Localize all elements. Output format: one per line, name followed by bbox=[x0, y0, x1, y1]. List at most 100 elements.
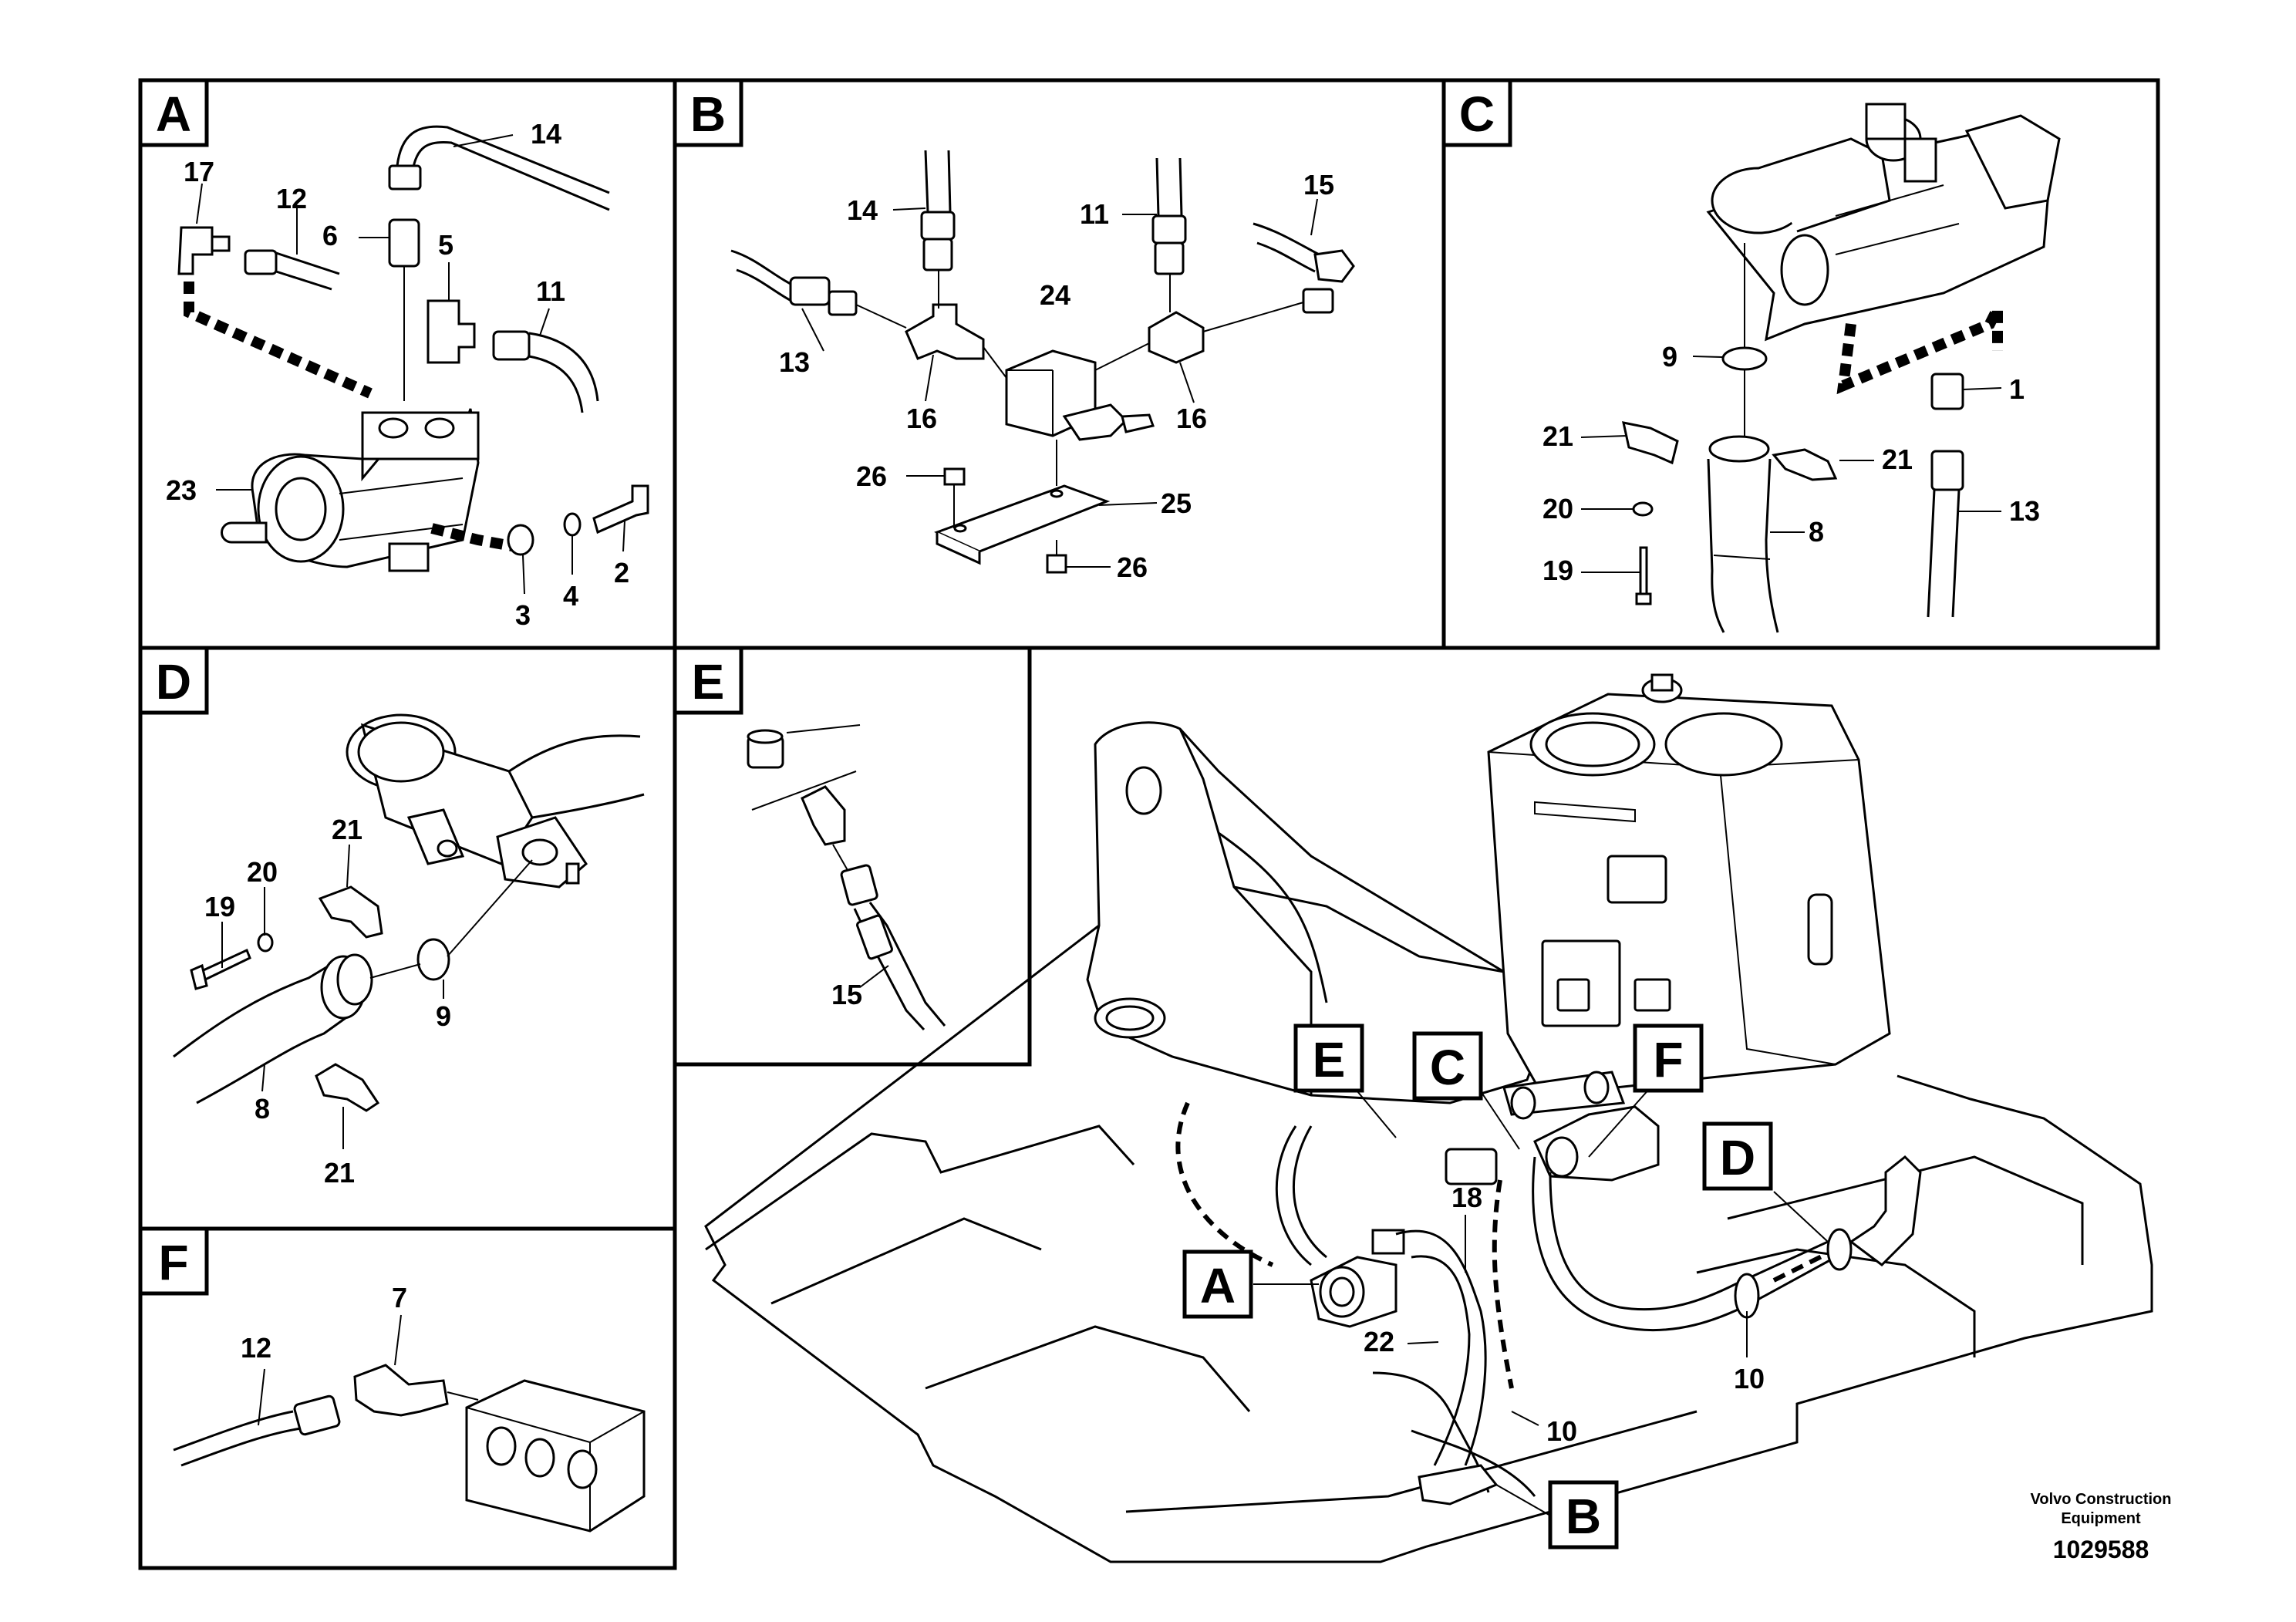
panel-c-tag: C bbox=[1459, 86, 1495, 142]
callout-17: 17 bbox=[184, 156, 214, 187]
hose-11 bbox=[528, 332, 599, 413]
panel-e-frame bbox=[673, 646, 1032, 1067]
callout-6: 6 bbox=[322, 220, 338, 251]
callout-20-c: 20 bbox=[1542, 493, 1573, 524]
flange-half-21-right bbox=[1772, 448, 1838, 481]
fitting-6-nut-upper bbox=[388, 164, 422, 191]
callout-9-c: 9 bbox=[1662, 341, 1677, 373]
callout-12-f: 12 bbox=[241, 1332, 271, 1364]
panel-c-tag-box bbox=[1441, 78, 1512, 147]
panel-b-tag: B bbox=[690, 86, 726, 142]
valve-block-f bbox=[465, 1379, 646, 1533]
hose-12-f bbox=[173, 1410, 302, 1467]
callout-26-upper: 26 bbox=[856, 460, 887, 492]
callout-16-left: 16 bbox=[906, 403, 937, 434]
callout-18: 18 bbox=[1451, 1182, 1482, 1213]
panel-a: A bbox=[138, 78, 649, 631]
flange-half-21-d-top bbox=[318, 885, 383, 939]
panel-c: C bbox=[1441, 78, 2061, 633]
callout-26-lower: 26 bbox=[1117, 551, 1148, 583]
overview-tag-f-box bbox=[1633, 1023, 1704, 1093]
hydraulic-tank bbox=[1487, 673, 1891, 1097]
panel-f-tag: F bbox=[158, 1235, 188, 1290]
panel-b: B bbox=[673, 78, 1355, 583]
washer-3 bbox=[507, 524, 534, 556]
pump-assembly-c bbox=[1706, 103, 2061, 342]
callout-8-d: 8 bbox=[255, 1093, 270, 1125]
overview-tag-a: A bbox=[1200, 1258, 1236, 1313]
overview-tag-c: C bbox=[1430, 1040, 1465, 1095]
callout-2: 2 bbox=[614, 557, 629, 588]
panel-b-tag-box bbox=[673, 78, 743, 147]
flange-half-21-d-bottom bbox=[315, 1063, 380, 1112]
callout-19-c: 19 bbox=[1542, 555, 1573, 586]
hose-8-d bbox=[173, 963, 352, 1104]
hose-8-c bbox=[1707, 458, 1779, 633]
panel-e-tag: E bbox=[692, 654, 725, 710]
callout-20-d: 20 bbox=[247, 856, 278, 888]
callout-21-d-top: 21 bbox=[332, 814, 362, 845]
boom-structure bbox=[1086, 721, 1552, 1104]
overview-tag-d-box bbox=[1702, 1121, 1773, 1191]
callout-7: 7 bbox=[392, 1282, 407, 1313]
callout-4: 4 bbox=[563, 580, 578, 612]
callout-11: 11 bbox=[536, 275, 565, 307]
callout-15-e: 15 bbox=[831, 979, 862, 1010]
hose-13-c bbox=[1927, 489, 1961, 618]
panel-f: F 7 12 bbox=[138, 1226, 646, 1533]
callout-8-c: 8 bbox=[1809, 516, 1824, 548]
hose-11-fitting bbox=[492, 330, 531, 361]
company-name-line1: Volvo Construction bbox=[2031, 1491, 2172, 1508]
callout-11-b: 11 bbox=[1080, 198, 1109, 230]
callout-21-c-right: 21 bbox=[1882, 443, 1913, 475]
hose-13 bbox=[730, 249, 795, 304]
tee-16-left bbox=[905, 303, 985, 360]
machine-overview bbox=[704, 673, 2153, 1563]
panel-c-frame bbox=[1441, 78, 2160, 650]
chassis-frame bbox=[704, 924, 2153, 1563]
bracket-25 bbox=[934, 484, 1111, 553]
drawing-number: 1029588 bbox=[2053, 1536, 2149, 1563]
panel-d-tag-box bbox=[138, 646, 209, 715]
overview-tag-a-box bbox=[1182, 1249, 1253, 1319]
flange-half-21-left bbox=[1622, 421, 1679, 465]
callout-23: 23 bbox=[166, 474, 197, 506]
overview-tag-b: B bbox=[1566, 1489, 1601, 1544]
callout-9-d: 9 bbox=[436, 1000, 451, 1032]
hidden-line-c bbox=[1836, 305, 2003, 395]
callout-12: 12 bbox=[276, 183, 307, 214]
fitting-1 bbox=[1930, 373, 1964, 410]
main-suction-hose bbox=[1532, 1156, 1836, 1332]
hose-12 bbox=[275, 251, 340, 291]
callout-13-b: 13 bbox=[779, 346, 810, 378]
panel-f-frame bbox=[138, 1226, 677, 1570]
elbow-5 bbox=[426, 299, 476, 364]
hose-12-fitting bbox=[244, 249, 278, 275]
callout-15-b: 15 bbox=[1303, 169, 1334, 201]
overview-tag-b-box bbox=[1548, 1480, 1619, 1549]
valve-b-overview bbox=[1418, 1464, 1499, 1506]
callout-3: 3 bbox=[515, 599, 531, 631]
callout-22: 22 bbox=[1364, 1326, 1394, 1357]
pump-a-overview bbox=[1310, 1229, 1405, 1328]
callout-21-c-left: 21 bbox=[1542, 420, 1573, 452]
callout-19-d: 19 bbox=[204, 891, 235, 922]
callout-10-left: 10 bbox=[1546, 1415, 1577, 1447]
pump-overview bbox=[1502, 1071, 1660, 1182]
hose-11-b bbox=[1155, 157, 1183, 217]
callout-14-b: 14 bbox=[847, 194, 878, 226]
panel-d: D 2 bbox=[138, 646, 645, 1189]
cylinder-d bbox=[346, 713, 645, 889]
elbow-7 bbox=[353, 1364, 449, 1417]
overview-tag-d: D bbox=[1720, 1130, 1755, 1185]
bolt-19-c bbox=[1639, 546, 1648, 595]
panel-e-tag-box bbox=[673, 646, 743, 715]
elbow-17 bbox=[177, 226, 214, 275]
o-ring-9 bbox=[1721, 346, 1768, 371]
hose-14-b bbox=[924, 150, 952, 213]
overview-tag-c-box bbox=[1412, 1031, 1483, 1101]
fitting-6 bbox=[388, 218, 420, 268]
washer-20-d bbox=[257, 932, 274, 953]
pump-23 bbox=[221, 408, 480, 572]
